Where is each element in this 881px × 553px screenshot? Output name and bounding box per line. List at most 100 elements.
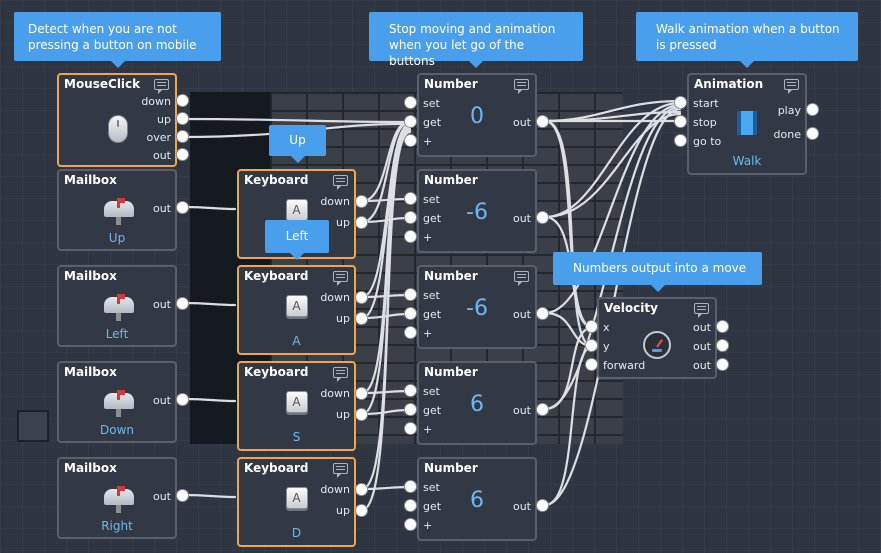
- port-label-y: y: [603, 340, 610, 353]
- number-3-plus-port[interactable]: [405, 423, 416, 434]
- mailbox-left-out-port[interactable]: [177, 298, 188, 309]
- velocity-out-port-2[interactable]: [717, 340, 728, 351]
- port-label-down: down: [320, 387, 350, 400]
- node-title: Keyboard: [244, 173, 309, 187]
- keyboard-d-up-port[interactable]: [356, 505, 367, 516]
- number-node-0[interactable]: Number set get + 0 out: [417, 73, 537, 157]
- number-node-1[interactable]: Number set get + -6 out: [417, 169, 537, 253]
- velocity-x-port[interactable]: [586, 321, 597, 332]
- port-label-plus: +: [423, 135, 433, 148]
- number-4-out-port[interactable]: [537, 500, 548, 511]
- mailbox-right-out-port[interactable]: [177, 490, 188, 501]
- keyboard-node-1[interactable]: Keyboard A down up: [237, 169, 356, 259]
- comment-icon[interactable]: [784, 79, 799, 94]
- keyboard-node-s[interactable]: Keyboard A down up S: [237, 361, 356, 451]
- number-2-plus-port[interactable]: [405, 327, 416, 338]
- keyboard-1-up-port[interactable]: [356, 217, 367, 228]
- port-label-out: out: [152, 298, 171, 311]
- key-icon: A: [285, 391, 308, 413]
- comment-icon[interactable]: [333, 367, 348, 382]
- number-value[interactable]: 6: [470, 488, 484, 513]
- number-1-out-port[interactable]: [537, 212, 548, 223]
- number-0-plus-port[interactable]: [405, 135, 416, 146]
- velocity-node[interactable]: Velocity x y forward out out out: [597, 297, 717, 379]
- velocity-y-port[interactable]: [586, 340, 597, 351]
- keyboard-caption: S: [292, 430, 301, 444]
- port-label-out: out: [152, 149, 171, 162]
- port-label-out: out: [152, 202, 171, 215]
- mailbox-up-out-port[interactable]: [177, 202, 188, 213]
- comment-icon[interactable]: [333, 175, 348, 190]
- mouseclick-node[interactable]: MouseClick down up over out: [57, 73, 177, 167]
- animation-goto-port[interactable]: [675, 135, 686, 146]
- number-1-set-port[interactable]: [405, 193, 416, 204]
- number-node-4[interactable]: Number set get + 6 out: [417, 457, 537, 541]
- number-2-get-port[interactable]: [405, 308, 416, 319]
- mailbox-node-up[interactable]: Mailbox out Up: [57, 169, 177, 251]
- keyboard-node-d[interactable]: Keyboard A down up D: [237, 457, 356, 547]
- number-3-out-port[interactable]: [537, 404, 548, 415]
- keyboard-a-up-port[interactable]: [356, 313, 367, 324]
- mouseclick-over-port[interactable]: [177, 131, 188, 142]
- keyboard-s-down-port[interactable]: [356, 388, 367, 399]
- number-1-get-port[interactable]: [405, 212, 416, 223]
- number-node-3[interactable]: Number set get + 6 out: [417, 361, 537, 445]
- number-2-set-port[interactable]: [405, 289, 416, 300]
- velocity-out-port-3[interactable]: [717, 359, 728, 370]
- node-title: Animation: [694, 77, 764, 91]
- keyboard-a-down-port[interactable]: [356, 292, 367, 303]
- mouseclick-out-port[interactable]: [177, 149, 188, 160]
- port-label-done: done: [773, 128, 801, 141]
- mailbox-node-right[interactable]: Mailbox out Right: [57, 457, 177, 539]
- tooltip-stop: Stop moving and animation when you let g…: [369, 12, 583, 68]
- mouseclick-down-port[interactable]: [177, 95, 188, 106]
- comment-icon[interactable]: [514, 79, 529, 94]
- mailbox-icon: [104, 390, 134, 417]
- number-4-set-port[interactable]: [405, 481, 416, 492]
- number-3-set-port[interactable]: [405, 385, 416, 396]
- animation-done-port[interactable]: [807, 128, 818, 139]
- number-1-plus-port[interactable]: [405, 231, 416, 242]
- velocity-out-port-1[interactable]: [717, 321, 728, 332]
- port-label-get: get: [423, 404, 442, 417]
- number-0-set-port[interactable]: [405, 97, 416, 108]
- animation-node[interactable]: Animation start stop go to play done Wal…: [687, 73, 807, 175]
- comment-icon[interactable]: [694, 303, 709, 318]
- port-label-goto: go to: [693, 135, 722, 148]
- keyboard-s-up-port[interactable]: [356, 409, 367, 420]
- mailbox-node-left[interactable]: Mailbox out Left: [57, 265, 177, 347]
- number-node-2[interactable]: Number set get + -6 out: [417, 265, 537, 349]
- comment-icon[interactable]: [154, 79, 169, 94]
- animation-play-port[interactable]: [807, 104, 818, 115]
- animation-stop-port[interactable]: [675, 116, 686, 127]
- keyboard-1-down-port[interactable]: [356, 196, 367, 207]
- number-4-get-port[interactable]: [405, 500, 416, 511]
- mouseclick-up-port[interactable]: [177, 113, 188, 124]
- mailbox-caption: Down: [99, 423, 134, 437]
- keyboard-node-a[interactable]: Keyboard A down up A: [237, 265, 356, 355]
- comment-icon[interactable]: [333, 271, 348, 286]
- number-0-out-port[interactable]: [537, 116, 548, 127]
- mailbox-down-out-port[interactable]: [177, 394, 188, 405]
- port-label-set: set: [423, 385, 440, 398]
- number-value[interactable]: 0: [470, 104, 484, 129]
- number-value[interactable]: -6: [466, 200, 488, 225]
- mailbox-node-down[interactable]: Mailbox out Down: [57, 361, 177, 443]
- port-label-down: down: [141, 95, 171, 108]
- number-2-out-port[interactable]: [537, 308, 548, 319]
- number-3-get-port[interactable]: [405, 404, 416, 415]
- number-0-get-port[interactable]: [405, 116, 416, 127]
- keyboard-d-down-port[interactable]: [356, 484, 367, 495]
- number-4-plus-port[interactable]: [405, 519, 416, 530]
- comment-icon[interactable]: [333, 463, 348, 478]
- key-icon: A: [285, 199, 308, 221]
- port-label-down: down: [320, 291, 350, 304]
- animation-start-port[interactable]: [675, 97, 686, 108]
- velocity-forward-port[interactable]: [586, 359, 597, 370]
- number-value[interactable]: -6: [466, 296, 488, 321]
- node-title: Velocity: [604, 301, 658, 315]
- comment-icon[interactable]: [514, 271, 529, 286]
- number-value[interactable]: 6: [470, 392, 484, 417]
- node-title: Number: [424, 461, 478, 475]
